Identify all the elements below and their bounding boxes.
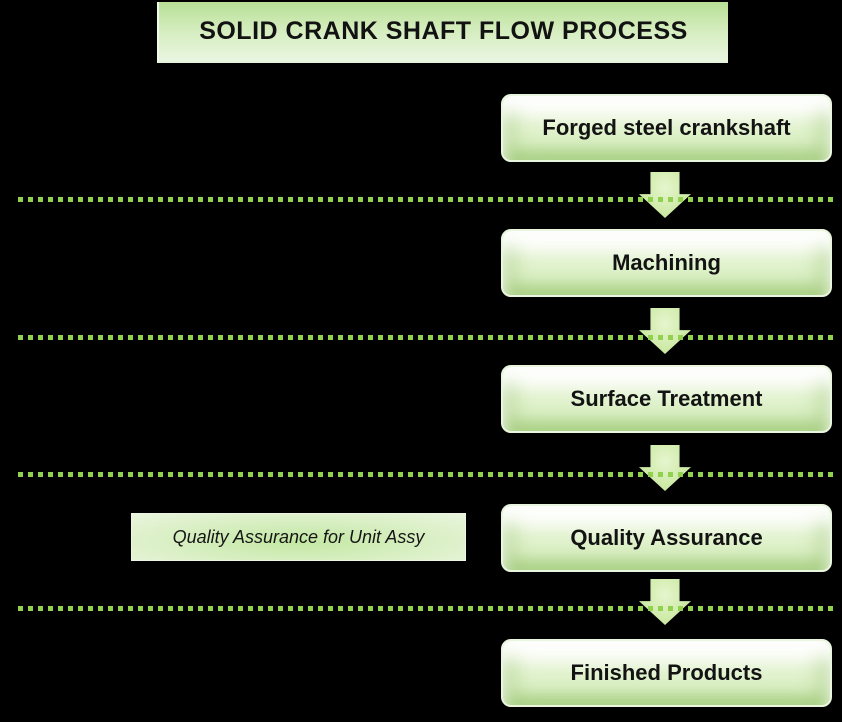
dotted-separator-line [18, 472, 835, 477]
down-arrow-icon [639, 172, 691, 218]
down-arrow-icon [639, 445, 691, 491]
page-title: SOLID CRANK SHAFT FLOW PROCESS [199, 17, 688, 45]
flow-step-label: Forged steel crankshaft [542, 115, 791, 140]
side-note-box: Quality Assurance for Unit Assy [131, 513, 466, 561]
flow-step-quality-assurance: Quality Assurance [501, 504, 832, 572]
flow-step-machining: Machining [501, 229, 832, 297]
down-arrow-icon [639, 579, 691, 625]
flow-step-label: Surface Treatment [570, 386, 763, 411]
title-banner: SOLID CRANK SHAFT FLOW PROCESS [157, 2, 728, 63]
dotted-separator-line [18, 606, 835, 611]
side-note-text: Quality Assurance for Unit Assy [172, 526, 425, 547]
flow-step-forged-steel-crankshaft: Forged steel crankshaft [501, 94, 832, 162]
flow-step-label: Finished Products [570, 660, 763, 685]
flow-step-label: Machining [612, 250, 721, 275]
dotted-separator-line [18, 197, 835, 202]
dotted-separator-line [18, 335, 835, 340]
flow-step-surface-treatment: Surface Treatment [501, 365, 832, 433]
down-arrow-icon [639, 308, 691, 354]
flow-step-label: Quality Assurance [570, 525, 763, 550]
flow-step-finished-products: Finished Products [501, 639, 832, 707]
